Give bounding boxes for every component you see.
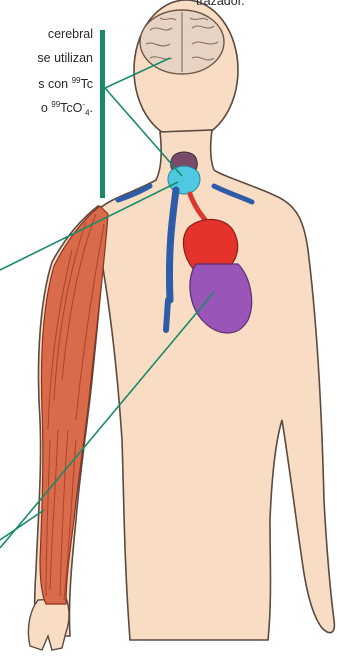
caption-line-1: cerebral (48, 26, 93, 42)
caption-line-4-prefix: o (41, 101, 51, 115)
caption-line-3-suffix: Tc (81, 77, 94, 91)
torso (96, 130, 334, 640)
caption-line-4-end: . (90, 101, 93, 115)
caption-line-4-sup2: - (82, 100, 85, 109)
caption-line-2: se utilizan (37, 50, 93, 66)
caption-line-3-sup: 99 (72, 76, 81, 85)
caption-line-4: o 99TcO-4. (41, 97, 93, 122)
brain-icon (140, 10, 224, 74)
caption-top-fragment: trazador. (196, 0, 245, 9)
thyroid-icon (168, 152, 200, 194)
caption-line-4-mid: TcO (60, 101, 82, 115)
callout-bar (100, 30, 105, 198)
left-hand (28, 598, 69, 650)
caption-line-4-sup: 99 (51, 100, 60, 109)
caption-line-3: s con 99Tc (38, 73, 93, 92)
caption-line-3-prefix: s con (38, 77, 71, 91)
